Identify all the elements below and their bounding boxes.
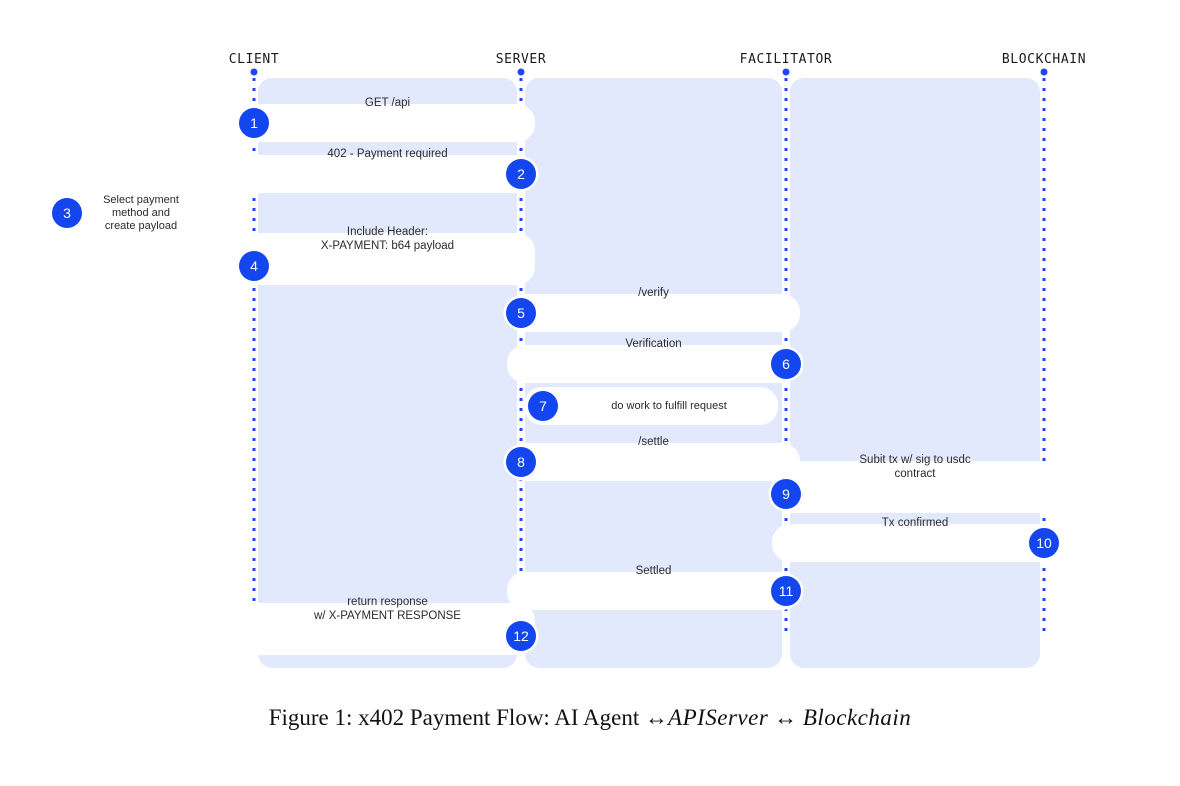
message-plate-2 (240, 155, 535, 193)
lifeline-client (252, 78, 256, 637)
message-label-10: Tx confirmed (881, 516, 949, 529)
message-label-9: Subit tx w/ sig to usdc contract (859, 454, 971, 480)
step-badge-4[interactable]: 4 (239, 251, 269, 281)
message-label-12: return response w/ X-PAYMENT RESPONSE (314, 596, 461, 622)
step-badge-8[interactable]: 8 (506, 447, 536, 477)
message-label-3: Select payment method and create payload (103, 193, 179, 232)
lifeline-blockchain (1042, 78, 1046, 637)
step-badge-11[interactable]: 11 (771, 576, 801, 606)
message-plate-5 (507, 294, 800, 332)
step-badge-12[interactable]: 12 (506, 621, 536, 651)
caption-prefix: Figure 1: x402 Payment Flow: AI Agent (268, 705, 646, 730)
caption-term-apiserver: APIServer (668, 705, 769, 730)
caption-arrow-2: ↔ (774, 705, 798, 730)
message-label-5: /verify (638, 286, 669, 299)
message-plate-8 (507, 443, 800, 481)
message-label-11: Settled (635, 564, 672, 577)
step-badge-1[interactable]: 1 (239, 108, 269, 138)
step-badge-5[interactable]: 5 (506, 298, 536, 328)
figure-caption: Figure 1: x402 Payment Flow: AI Agent ↔A… (0, 705, 1180, 731)
lifeline-cap-client (250, 68, 258, 76)
message-plate-12 (240, 603, 535, 655)
message-plate-10 (772, 524, 1058, 562)
lifeline-cap-facilitator (782, 68, 790, 76)
message-label-8: /settle (638, 435, 669, 448)
lane-header-server: SERVER (495, 52, 547, 67)
lane-band-facilitator (790, 78, 1040, 668)
message-label-1: GET /api (364, 96, 411, 109)
lane-header-blockchain: BLOCKCHAIN (1001, 52, 1087, 67)
message-plate-3 (50, 190, 246, 236)
caption-arrow-1: ↔ (645, 705, 669, 730)
message-plate-7 (524, 387, 778, 425)
step-badge-7[interactable]: 7 (528, 391, 558, 421)
lane-header-client: CLIENT (228, 52, 280, 67)
message-label-7: do work to fulfill request (611, 399, 727, 412)
message-label-4: Include Header: X-PAYMENT: b64 payload (320, 226, 455, 252)
caption-term-blockchain: Blockchain (802, 705, 912, 730)
lane-header-facilitator: FACILITATOR (739, 52, 833, 67)
step-badge-2[interactable]: 2 (506, 159, 536, 189)
message-plate-1 (240, 104, 535, 142)
step-badge-10[interactable]: 10 (1029, 528, 1059, 558)
message-plate-6 (507, 345, 800, 383)
message-plate-11 (507, 572, 800, 610)
message-label-6: Verification (625, 337, 682, 350)
lifeline-cap-server (517, 68, 525, 76)
step-badge-9[interactable]: 9 (771, 479, 801, 509)
message-plate-9 (772, 461, 1058, 513)
step-badge-6[interactable]: 6 (771, 349, 801, 379)
lifeline-cap-blockchain (1040, 68, 1048, 76)
step-badge-3[interactable]: 3 (52, 198, 82, 228)
message-label-2: 402 - Payment required (327, 147, 448, 160)
message-plate-4 (240, 233, 535, 285)
diagram-canvas: CLIENT SERVER FACILITATOR BLOCKCHAIN GET /ap… (50, 52, 1087, 668)
